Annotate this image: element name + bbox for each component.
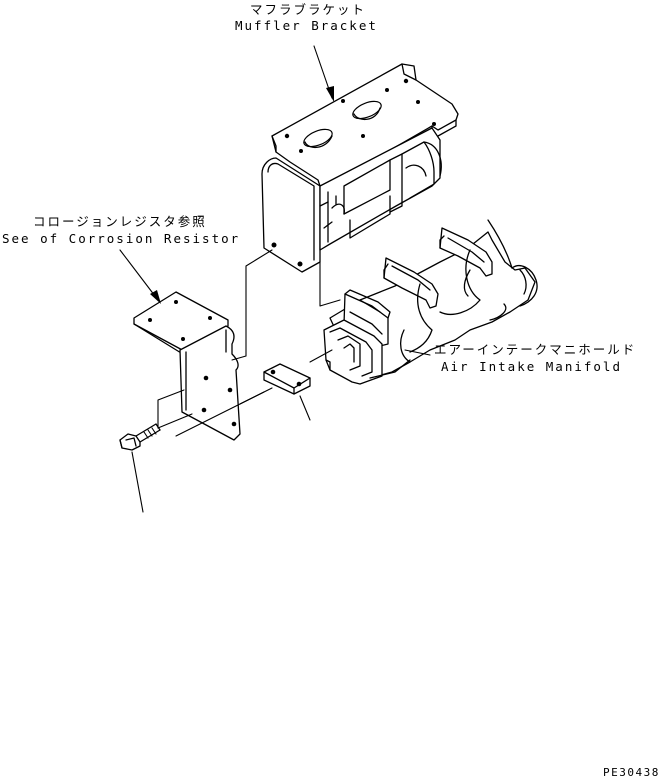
corrosion-resistor-bracket [133, 291, 241, 441]
assembly-lines [119, 45, 431, 513]
muffler-bracket-label-jp: マフラブラケット [250, 2, 367, 17]
air-intake-manifold-label-jp: エアーインテークマニホールド [434, 342, 637, 357]
corrosion-resistor-label-jp: コロージョンレジスタ参照 [33, 214, 207, 229]
drawing-number: PE30438 [603, 766, 660, 779]
bolt [119, 423, 161, 451]
air-intake-manifold [323, 219, 538, 385]
muffler-bracket [261, 63, 459, 273]
corrosion-resistor-label-en: See of Corrosion Resistor [2, 231, 241, 246]
muffler-bracket-label-en: Muffler Bracket [235, 18, 378, 33]
spacer-plate [263, 363, 311, 395]
air-intake-manifold-label-en: Air Intake Manifold [441, 359, 622, 374]
